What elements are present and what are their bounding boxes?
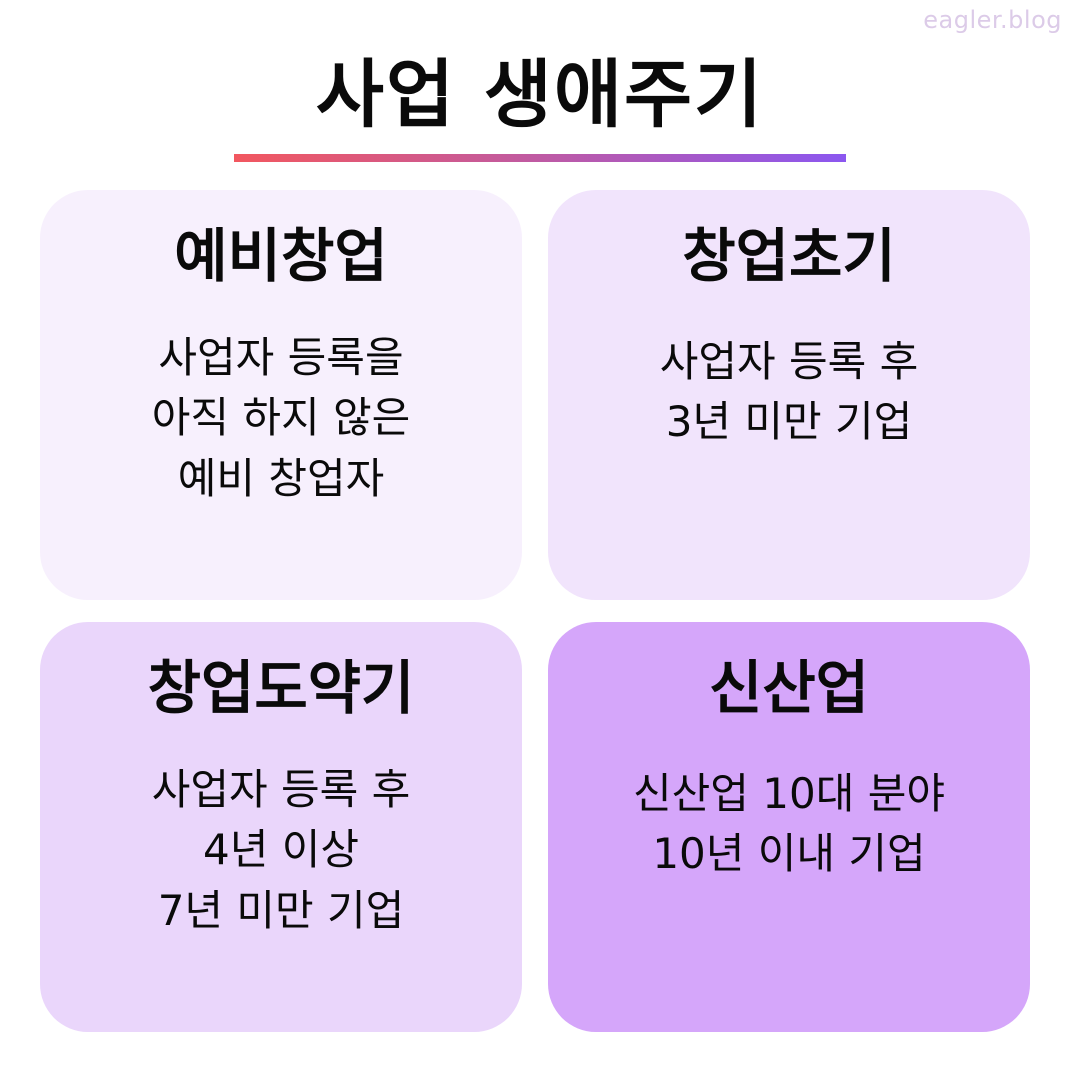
card-description: 사업자 등록 후 4년 이상 7년 미만 기업 xyxy=(151,764,411,936)
card-early-startup: 창업초기 사업자 등록 후 3년 미만 기업 xyxy=(548,190,1030,600)
card-title: 창업초기 xyxy=(682,222,896,290)
page-title: 사업 생애주기 xyxy=(315,52,765,138)
card-growth-stage: 창업도약기 사업자 등록 후 4년 이상 7년 미만 기업 xyxy=(40,622,522,1032)
watermark: eagler.blog xyxy=(923,6,1062,34)
title-underline xyxy=(234,154,846,162)
card-new-industry: 신산업 신산업 10대 분야 10년 이내 기업 xyxy=(548,622,1030,1032)
card-pre-startup: 예비창업 사업자 등록을 아직 하지 않은 예비 창업자 xyxy=(40,190,522,600)
card-title: 예비창업 xyxy=(174,222,388,290)
card-description: 사업자 등록을 아직 하지 않은 예비 창업자 xyxy=(151,332,411,504)
card-description: 신산업 10대 분야 10년 이내 기업 xyxy=(633,768,945,879)
card-title: 창업도약기 xyxy=(147,654,415,722)
card-title: 신산업 xyxy=(708,654,870,722)
card-description: 사업자 등록 후 3년 미만 기업 xyxy=(659,336,919,447)
